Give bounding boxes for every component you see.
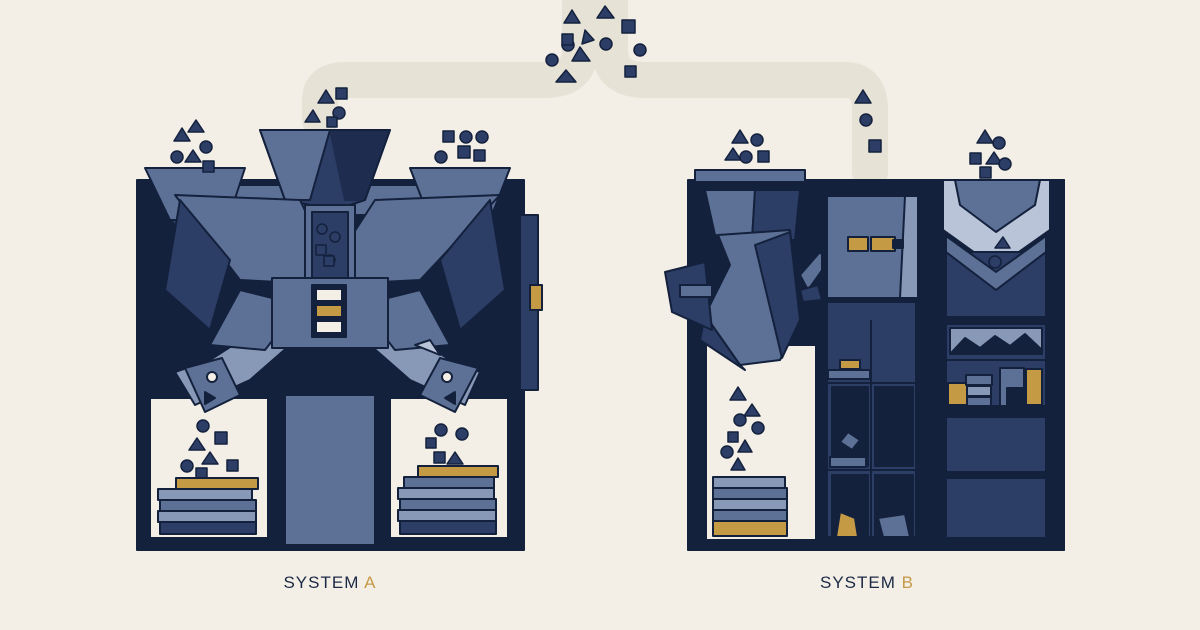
system-a-name: SYSTEM (283, 573, 360, 592)
system-b-machine (664, 169, 1065, 551)
feed-pipe (302, 0, 888, 190)
system-a-caption: SYSTEM A (180, 573, 480, 593)
system-a-particles (170, 119, 489, 480)
system-b-name: SYSTEM (820, 573, 896, 592)
system-b-caption: SYSTEM B (717, 573, 1017, 593)
pipe-particles (304, 5, 882, 153)
system-b-particles (720, 129, 1012, 471)
system-b-stack (712, 476, 788, 537)
system-a-right-stack (397, 465, 499, 535)
system-b-letter: B (901, 573, 914, 592)
system-a-left-stack (157, 477, 259, 535)
system-a-letter: A (364, 573, 377, 592)
